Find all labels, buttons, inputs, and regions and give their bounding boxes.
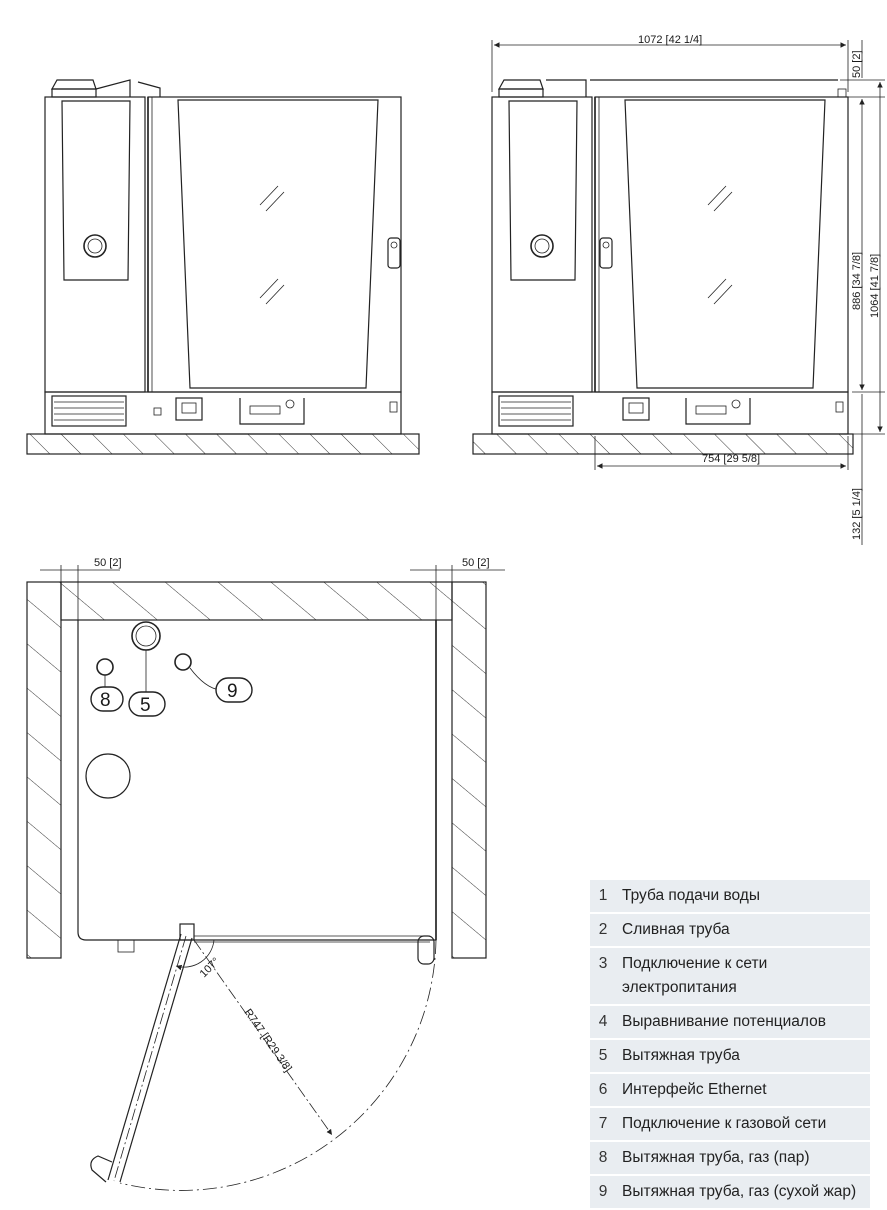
legend-num: 5 bbox=[590, 1040, 616, 1072]
dim-clear-right: 50 [2] bbox=[462, 557, 490, 569]
legend-num: 1 bbox=[590, 880, 616, 912]
legend-num: 8 bbox=[590, 1142, 616, 1174]
callout-8: 8 bbox=[90, 686, 124, 712]
legend-text: Подключение к газовой сети bbox=[616, 1108, 870, 1140]
dim-depth: 754 [29 5/8] bbox=[702, 453, 760, 465]
dim-door-radius: R747 [R29 3/8] bbox=[242, 1007, 294, 1075]
legend-num: 4 bbox=[590, 1006, 616, 1038]
legend-text: Вытяжная труба, газ (сухой жар) bbox=[616, 1176, 870, 1208]
callout-9: 9 bbox=[215, 677, 253, 703]
dim-height-body: 886 [34 7/8] bbox=[851, 252, 863, 310]
dim-base-height: 132 [5 1/4] bbox=[851, 488, 863, 540]
legend-text: Выравнивание потенциалов bbox=[616, 1006, 870, 1038]
front-view-left bbox=[26, 79, 420, 455]
callout-5: 5 bbox=[128, 691, 166, 717]
legend-text: Интерфейс Ethernet bbox=[616, 1074, 870, 1106]
legend-text: Вытяжная труба bbox=[616, 1040, 870, 1072]
legend-num: 2 bbox=[590, 914, 616, 946]
legend-text: Сливная труба bbox=[616, 914, 870, 946]
legend-text: Труба подачи воды bbox=[616, 880, 870, 912]
plan-view bbox=[26, 565, 505, 1191]
legend-text: Вытяжная труба, газ (пар) bbox=[616, 1142, 870, 1174]
dim-width-total: 1072 [42 1/4] bbox=[638, 34, 702, 46]
legend-text: Подключение к сети электропитания bbox=[616, 948, 870, 1004]
legend-num: 7 bbox=[590, 1108, 616, 1140]
callout-8-label: 8 bbox=[100, 690, 111, 711]
legend-num: 3 bbox=[590, 948, 616, 1004]
dim-height-total: 1064 [41 7/8] bbox=[869, 254, 881, 318]
legend-num: 9 bbox=[590, 1176, 616, 1208]
callout-9-label: 9 bbox=[227, 681, 238, 702]
front-view-right bbox=[472, 40, 885, 545]
dim-clear-left: 50 [2] bbox=[94, 557, 122, 569]
callout-5-label: 5 bbox=[140, 695, 151, 716]
dim-top-clear: 50 [2] bbox=[851, 50, 863, 78]
dim-door-angle: 107° bbox=[198, 956, 223, 981]
legend-num: 6 bbox=[590, 1074, 616, 1106]
